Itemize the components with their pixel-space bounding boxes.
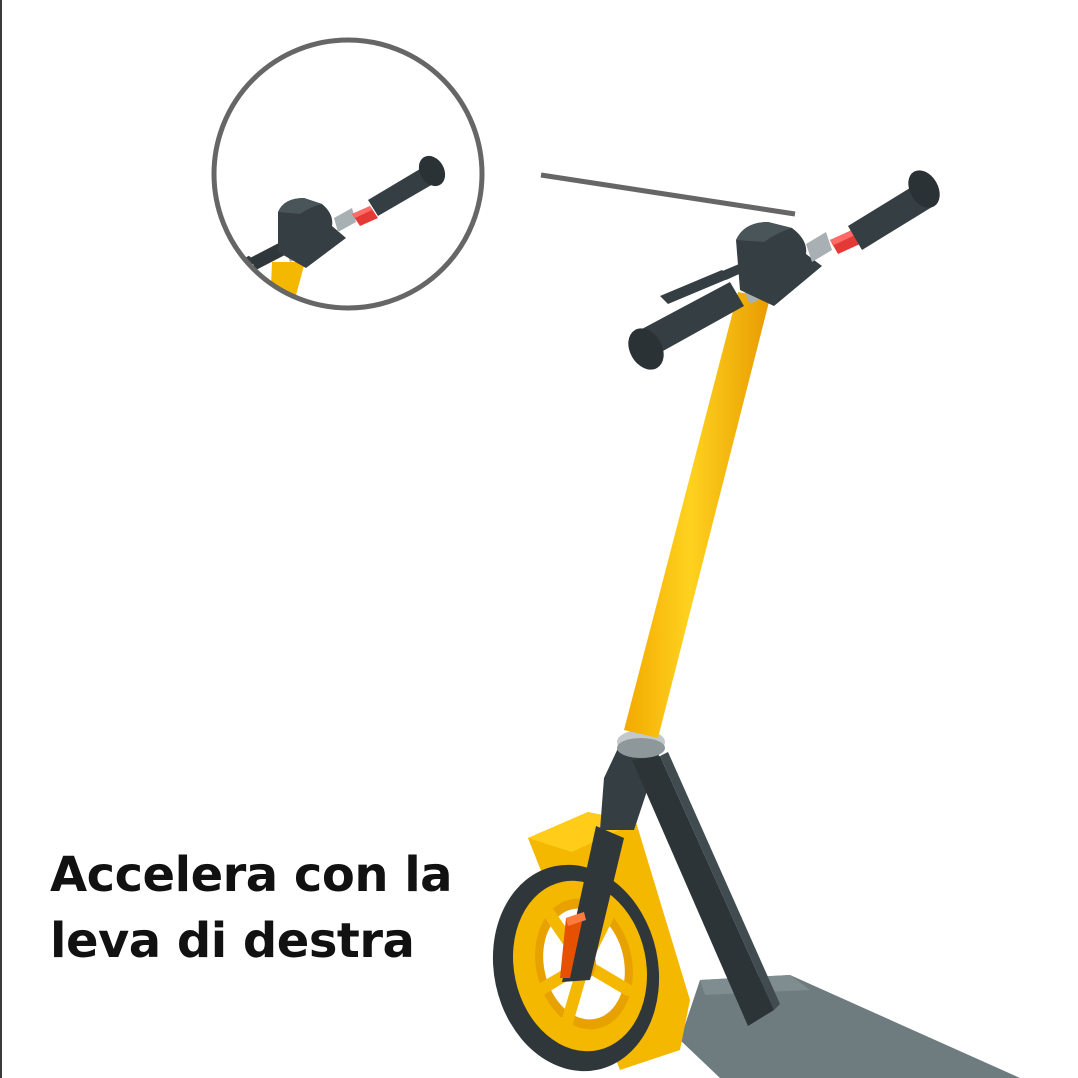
callout-line — [540, 172, 796, 217]
left-brake-lever — [660, 270, 730, 304]
front-fork — [562, 826, 624, 982]
instruction-line-2: leva di destra — [50, 913, 415, 969]
handlebar — [628, 170, 940, 370]
instruction-line-1: Accelera con la — [50, 847, 453, 903]
zoom-callout-ring — [211, 37, 485, 311]
scooter-stem — [624, 292, 770, 738]
instruction-text: Accelera con la leva di destra — [50, 842, 470, 974]
left-border — [0, 0, 2, 1078]
zoom-callout — [238, 155, 446, 308]
control-unit — [736, 222, 822, 306]
down-tube — [632, 756, 774, 1026]
